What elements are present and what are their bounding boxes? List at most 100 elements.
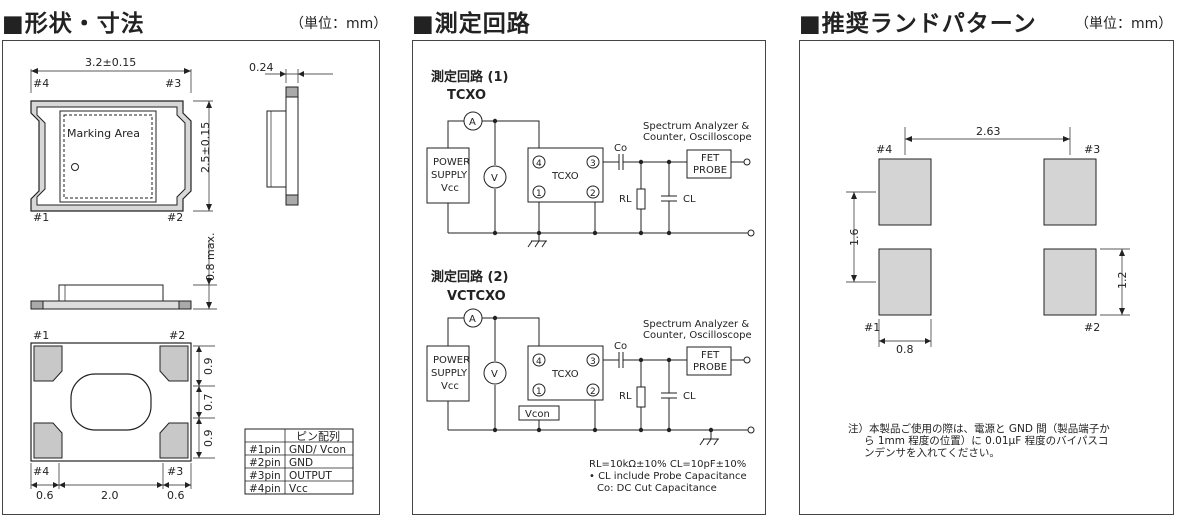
bottom-pin-2: #2: [169, 329, 185, 342]
pin-table-row-4-pin: #4pin: [249, 483, 281, 495]
circuit-1-power-l3: Vcc: [441, 183, 459, 194]
pin-table-row-1-fn: GND/ Vcon: [289, 444, 346, 456]
circuit-title: ■測定回路: [412, 11, 531, 37]
circuit-1-ammeter: A: [469, 117, 476, 128]
land-dim-left: 1.6: [848, 229, 861, 247]
circuit-2-pin4: 4: [536, 357, 542, 367]
circuit-1-fet-l2: PROBE: [693, 165, 727, 176]
pin-table-header: ピン配列: [296, 429, 340, 443]
land-pad-3: [1043, 158, 1097, 226]
front-view: 0.8 max.: [30, 233, 217, 310]
circuit-2-power-l1: POWER: [433, 355, 470, 366]
pin-table-row-3-fn: OUTPUT: [289, 470, 332, 482]
circuit-1-power-l2: SUPPLY: [431, 170, 468, 181]
top-view: Marking Area #4 #3 #1 #2 3.2±0.15 2.5±0.…: [30, 56, 213, 224]
pin-table-row-1-pin: #1pin: [249, 444, 281, 456]
circuit-2-co: Co: [614, 341, 627, 352]
circuit-2-chip: TCXO: [551, 369, 579, 380]
circuit-1-co: Co: [614, 143, 627, 154]
land-dim-right: 1.2: [1116, 272, 1129, 290]
circuit-2-vcon: Vcon: [525, 409, 550, 420]
circuit-panel: 測定回路 (1) TCXO: [412, 40, 766, 515]
circuit-2-pin3: 3: [590, 357, 596, 367]
bottom-dim-bottom-1: 0.6: [36, 489, 54, 502]
land-pattern-panel: 2.63 1.6 1.2 0.8 #4 #3 #1 #2 注）本製品ご使用の際は…: [799, 40, 1174, 515]
circuit-2-power-l2: SUPPLY: [431, 368, 468, 379]
land-dim-top: 2.63: [976, 125, 1001, 138]
marking-area-label: Marking Area: [67, 127, 140, 140]
land-pin-4: #4: [876, 143, 892, 156]
bottom-dim-right-1: 0.9: [202, 358, 215, 376]
land-pad-2: [1043, 248, 1097, 316]
circuit-1-subtitle: TCXO: [447, 88, 486, 103]
circuit-2-pin1: 1: [536, 387, 542, 397]
top-pin-2: #2: [167, 211, 183, 224]
pin-table-row-4-fn: Vcc: [289, 483, 308, 495]
circuit-note-3: Co: DC Cut Capacitance: [597, 483, 717, 494]
pin-table-row-2-pin: #2pin: [249, 457, 281, 469]
dimensions-panel: Marking Area #4 #3 #1 #2 3.2±0.15 2.5±0.…: [2, 40, 380, 515]
circuit-1-power-l1: POWER: [433, 157, 470, 168]
top-pin-4: #4: [33, 77, 49, 90]
land-dim-bottom: 0.8: [896, 343, 914, 356]
circuit-1-voltmeter: V: [491, 173, 498, 184]
circuit-2-power-l3: Vcc: [441, 381, 459, 392]
circuit-1-fet-l1: FET: [701, 153, 720, 164]
bottom-pin-1: #1: [33, 329, 49, 342]
circuit-1-title: 測定回路 (1): [431, 69, 508, 85]
circuit-1-pin2: 2: [590, 189, 596, 199]
land-title: ■推奨ランドパターン: [799, 11, 1037, 37]
circuit-2-analyzer-l2: Counter, Oscilloscope: [643, 330, 752, 341]
front-height-dim: 0.8 max.: [204, 233, 217, 281]
circuit-note-2: • CL include Probe Capacitance: [589, 471, 747, 482]
circuit-2-pin2: 2: [590, 387, 596, 397]
circuit-1-analyzer-l2: Counter, Oscilloscope: [643, 132, 752, 143]
circuit-2-fet-l1: FET: [701, 350, 720, 361]
circuit-1: 測定回路 (1) TCXO: [426, 69, 755, 248]
dims-title: ■形状・寸法: [2, 11, 145, 37]
bottom-dim-right-3: 0.9: [202, 430, 215, 448]
circuit-notes: RL=10kΩ±10% CL=10pF±10% • CL include Pro…: [589, 459, 747, 494]
circuit-1-rl: RL: [619, 194, 632, 205]
pin-table-row-3-pin: #3pin: [249, 470, 281, 482]
pin-table-row-2-fn: GND: [289, 457, 313, 469]
land-pad-4: [878, 158, 932, 226]
land-unit-label: （単位：mm）: [1075, 16, 1173, 32]
circuit-2-voltmeter: V: [491, 369, 498, 380]
bottom-pin-4: #4: [33, 465, 49, 478]
bottom-pin-3: #3: [167, 465, 183, 478]
land-note-line-2: ら 1mm 程度の位置）に 0.01μF 程度のバイパスコ: [864, 434, 1108, 447]
circuit-note-1: RL=10kΩ±10% CL=10pF±10%: [589, 459, 746, 470]
top-width-dim: 3.2±0.15: [85, 56, 136, 69]
bottom-dim-bottom-2: 2.0: [101, 489, 119, 502]
circuit-2-ammeter: A: [469, 314, 476, 325]
bottom-dim-right-2: 0.7: [202, 394, 215, 412]
circuit-2-cl: CL: [683, 391, 696, 402]
side-thickness-dim: 0.24: [249, 61, 274, 74]
dims-unit-label: （単位：mm）: [290, 16, 388, 32]
circuit-drawing: 測定回路 (1) TCXO: [426, 69, 755, 494]
circuit-1-analyzer-l1: Spectrum Analyzer &: [643, 121, 749, 132]
land-note-line-3: ンデンサを入れてください。: [864, 446, 1000, 459]
land-pin-2: #2: [1084, 321, 1100, 334]
dimensions-drawing: Marking Area #4 #3 #1 #2 3.2±0.15 2.5±0.…: [30, 56, 354, 502]
top-pin-3: #3: [165, 77, 181, 90]
circuit-1-cl: CL: [683, 194, 696, 205]
land-pattern-drawing: 2.63 1.6 1.2 0.8 #4 #3 #1 #2 注）本製品ご使用の際は…: [846, 125, 1130, 459]
circuit-2-fet-l2: PROBE: [693, 362, 727, 373]
top-height-dim: 2.5±0.15: [199, 122, 212, 173]
circuit-2-analyzer-l1: Spectrum Analyzer &: [643, 319, 749, 330]
land-pad-1: [878, 248, 932, 316]
circuit-2: 測定回路 (2) VCTCXO: [426, 269, 755, 446]
land-note-line-1: 注）本製品ご使用の際は、電源と GND 間（製品端子か: [848, 422, 1110, 435]
bottom-dim-bottom-3: 0.6: [167, 489, 185, 502]
circuit-1-chip: TCXO: [551, 171, 579, 182]
top-pin-1: #1: [33, 211, 49, 224]
circuit-2-rl: RL: [619, 391, 632, 402]
land-pin-1: #1: [864, 321, 880, 334]
bottom-view: #1 #2 #4 #3 0.9 0.7 0.9 0.6 2.0 0.6: [30, 329, 215, 502]
circuit-2-title: 測定回路 (2): [431, 269, 508, 285]
side-view: 0.24: [249, 61, 333, 206]
circuit-1-pin1: 1: [536, 189, 542, 199]
circuit-1-pin3: 3: [590, 159, 596, 169]
